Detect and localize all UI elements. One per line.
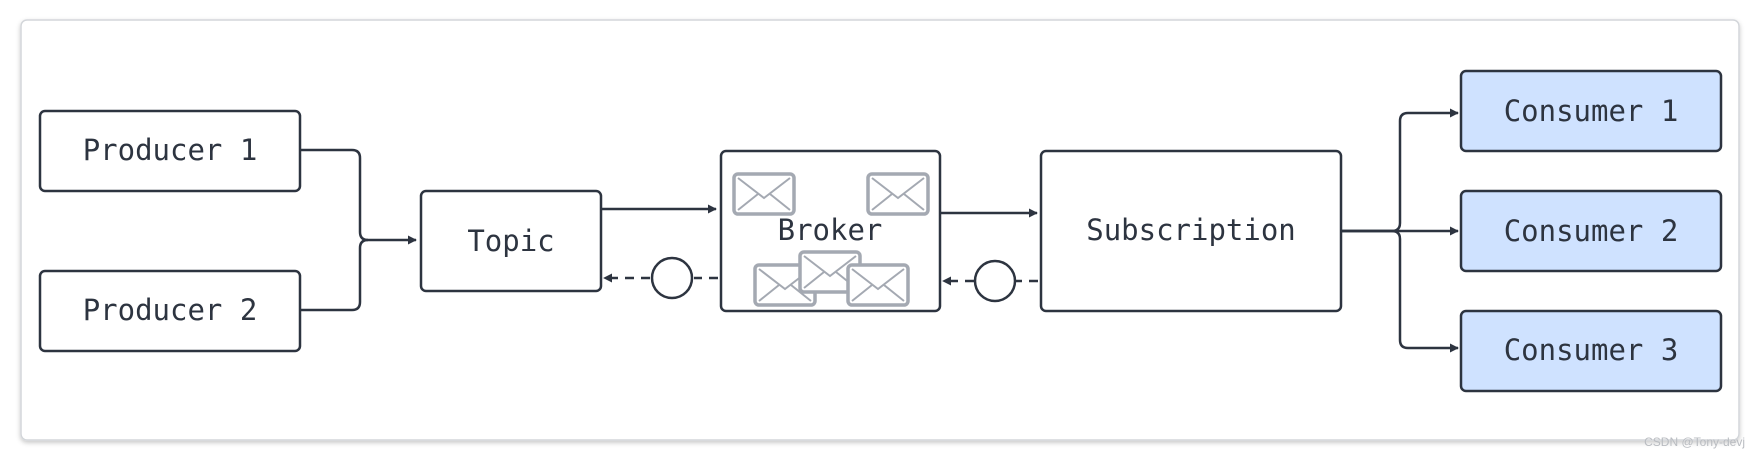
node-consumer-2: Consumer 2: [1459, 189, 1723, 273]
node-subscription: Subscription: [1039, 149, 1343, 313]
consumer-2-label: Consumer 2: [1504, 214, 1679, 248]
connectors: [300, 108, 1459, 353]
consumer-1-label: Consumer 1: [1504, 94, 1679, 128]
producer-1-label: Producer 1: [83, 133, 258, 167]
circle-icon: [650, 256, 694, 300]
envelope-icon: [866, 172, 930, 216]
node-producer-1: Producer 1: [38, 109, 302, 193]
envelope-icon: [732, 172, 796, 216]
consumer-3-label: Consumer 3: [1504, 333, 1679, 367]
node-consumer-3: Consumer 3: [1459, 309, 1723, 393]
watermark-text: CSDN @Tony-devj: [1644, 435, 1745, 449]
topic-label: Topic: [467, 224, 554, 258]
node-producer-2: Producer 2: [38, 269, 302, 353]
envelope-icon: [846, 263, 910, 307]
circle-icon: [973, 259, 1017, 303]
edge-subscription-consumer3: [1341, 229, 1459, 353]
node-consumer-1: Consumer 1: [1459, 69, 1723, 153]
producer-2-label: Producer 2: [83, 293, 258, 327]
node-topic: Topic: [419, 189, 603, 293]
subscription-label: Subscription: [1086, 213, 1296, 247]
edge-producer2-topic: [300, 238, 369, 312]
broker-label: Broker: [778, 213, 883, 247]
node-broker: Broker: [719, 149, 942, 313]
